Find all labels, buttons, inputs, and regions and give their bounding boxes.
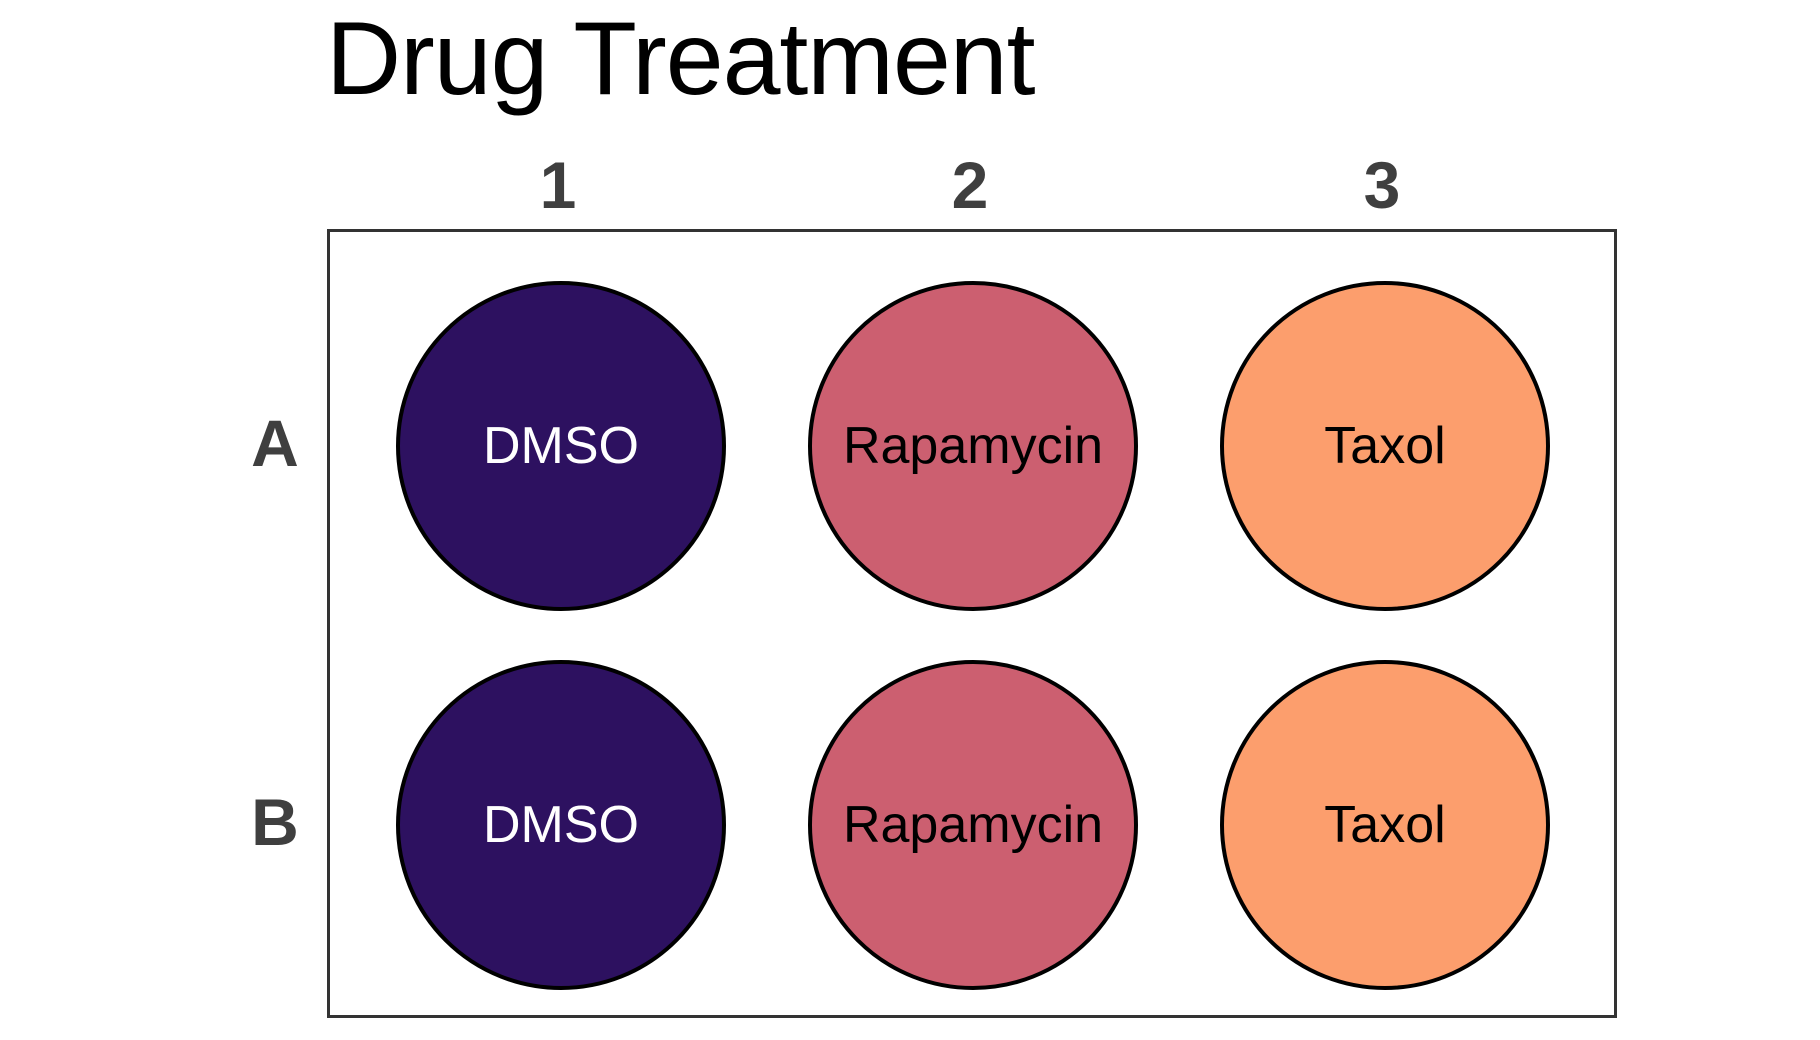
well-a2[interactable]: Rapamycin: [808, 281, 1138, 611]
well-label-a3: Taxol: [1324, 417, 1446, 475]
column-header-3: 3: [1363, 148, 1401, 222]
column-header-row: 1 2 3: [327, 142, 1617, 228]
well-label-b2: Rapamycin: [842, 796, 1104, 854]
well-label-b3: Taxol: [1324, 796, 1446, 854]
well-b2[interactable]: Rapamycin: [808, 660, 1138, 990]
well-label-b1: DMSO: [483, 796, 639, 854]
row-header-B: B: [251, 785, 299, 859]
well-b1[interactable]: DMSO: [396, 660, 726, 990]
well-a3[interactable]: Taxol: [1220, 281, 1550, 611]
well-label-a1: DMSO: [483, 417, 639, 475]
well-label-a2: Rapamycin: [842, 417, 1104, 475]
column-header-1: 1: [539, 148, 577, 222]
well-a1[interactable]: DMSO: [396, 281, 726, 611]
column-header-2: 2: [951, 148, 989, 222]
page-title: Drug Treatment: [326, 1, 1036, 117]
well-b3[interactable]: Taxol: [1220, 660, 1550, 990]
row-header-A: A: [251, 406, 299, 480]
